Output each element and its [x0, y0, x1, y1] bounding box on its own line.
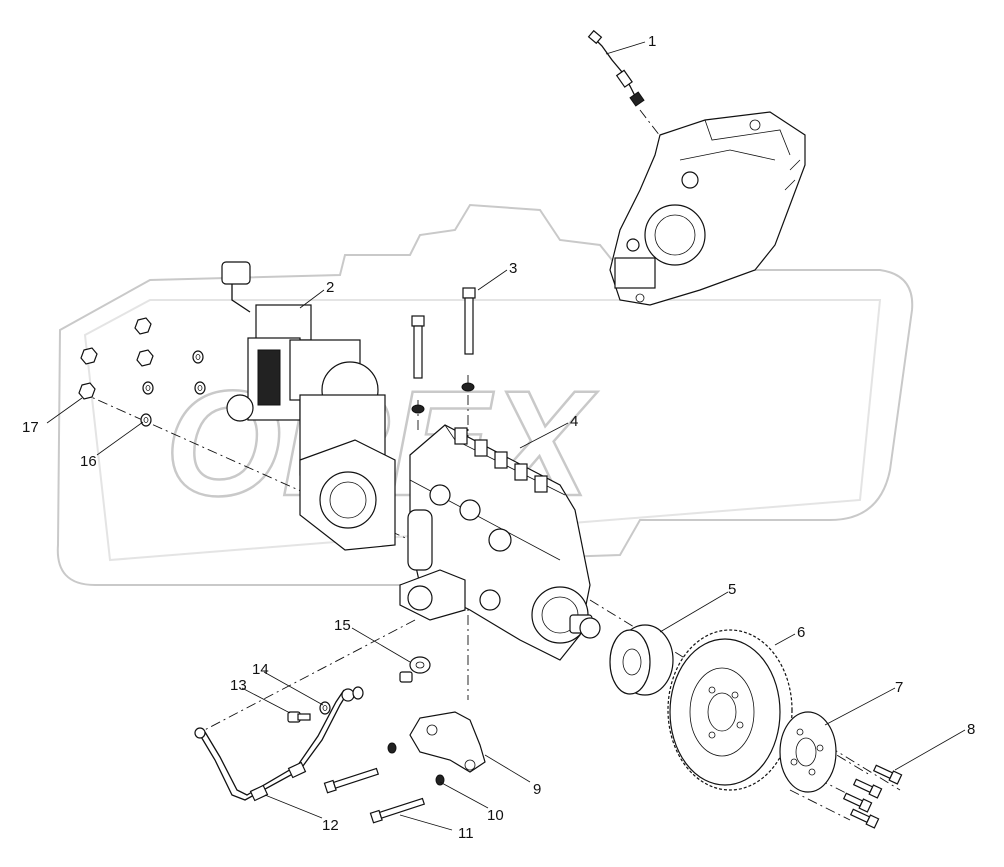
callout-8: 8	[967, 721, 975, 738]
callout-3: 3	[509, 260, 517, 277]
callout-10: 10	[487, 807, 504, 824]
callout-13: 13	[230, 677, 247, 694]
callout-4: 4	[570, 413, 578, 430]
callout-15: 15	[334, 617, 351, 634]
callout-5: 5	[728, 581, 736, 598]
hub-part-5	[609, 624, 674, 696]
bolts-part-3	[411, 287, 476, 414]
callout-14: 14	[252, 661, 269, 678]
plate-part-7	[779, 711, 837, 793]
fuel-pipe-part-12	[194, 688, 355, 802]
bolts-part-8	[842, 764, 903, 829]
callout-17: 17	[22, 419, 39, 436]
callout-7: 7	[895, 679, 903, 696]
leader-lines	[46, 41, 966, 831]
bolts-part-10-11	[323, 742, 445, 824]
callout-labels: 1 2 3 4 5 6 7 8 9 10 11 12 13 14 15 16 1…	[22, 33, 975, 842]
callout-9: 9	[533, 781, 541, 798]
callout-1: 1	[648, 33, 656, 50]
injection-pump-part-4	[399, 424, 601, 661]
drive-gear-part-6	[667, 629, 793, 791]
callout-12: 12	[322, 817, 339, 834]
sensor-part-1	[587, 29, 645, 107]
actuator-part-2	[221, 261, 396, 551]
nuts-washers-parts-16-17	[78, 317, 206, 427]
callout-16: 16	[80, 453, 97, 470]
gear-housing	[609, 111, 806, 306]
callout-6: 6	[797, 624, 805, 641]
callout-11: 11	[458, 825, 474, 842]
bracket-part-9	[409, 711, 486, 773]
banjo-parts-13-14-15	[287, 656, 431, 723]
callout-2: 2	[326, 279, 334, 296]
